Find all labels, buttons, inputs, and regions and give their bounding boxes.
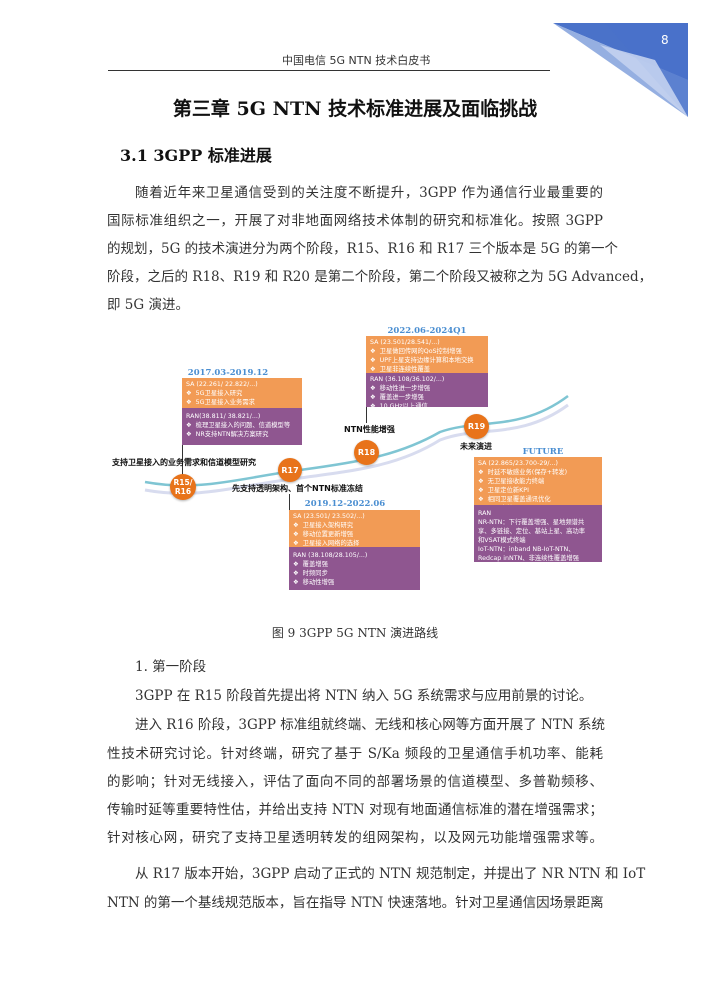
ran-box: RAN(38.811/ 38.821/...) ❖ 梳理卫星接入的问题、信道模型… bbox=[182, 408, 302, 445]
paragraph-line: 随着近年来卫星通信受到的关注度不断提升，3GPP 作为通信行业最重要的 bbox=[135, 185, 603, 201]
date-label: 2019.12-2022.06 bbox=[304, 499, 386, 509]
sa-box: SA (22.261/ 22.822/...) ❖ 5G卫星接入研究 ❖ 5G卫… bbox=[182, 378, 302, 408]
ran-box: RAN (36.108/36.102/...) ❖ 移动性进一步增强 ❖ 覆盖进… bbox=[366, 373, 488, 410]
sa-box: SA (22.865/23.700-29/...) ❖ 时延不敏感业务(保存+转… bbox=[474, 457, 602, 512]
milestone-label: 先支持透明架构、首个NTN标准冻结 bbox=[232, 484, 363, 493]
header-divider bbox=[108, 70, 550, 71]
paragraph-line: 的规划，5G 的技术演进分为两个阶段，R15、R16 和 R17 三个版本是 5… bbox=[107, 241, 619, 257]
paragraph-line: 传输时延等重要特性估，并给出支持 NTN 对现有地面通信标准的潜在增强需求； bbox=[107, 802, 603, 818]
paragraph-line: 国际标准组织之一，开展了对非地面网络技术体制的研究和标准化。按照 3GPP bbox=[107, 213, 603, 229]
date-label: 2022.06-2024Q1 bbox=[387, 326, 467, 336]
milestone-label: 未来演进 bbox=[460, 442, 492, 451]
milestone-r19: R19 bbox=[464, 414, 489, 439]
milestone-label: 支持卫星接入的业务需求和信道模型研究 bbox=[112, 458, 256, 467]
connector-line bbox=[366, 407, 367, 423]
paragraph-line: 3GPP 在 R15 阶段首先提出将 NTN 纳入 5G 系统需求与应用前景的讨… bbox=[135, 688, 593, 704]
ran-box: RAN (38.108/28.105/...) ❖ 覆盖增强 ❖ 时频同步 ❖ … bbox=[289, 547, 420, 590]
subsection-heading: 1. 第一阶段 bbox=[135, 659, 207, 675]
header-title: 中国电信 5G NTN 技术白皮书 bbox=[282, 54, 431, 67]
page-number: 8 bbox=[661, 33, 669, 47]
paragraph-line: 的影响；针对无线接入，评估了面向不同的部署场景的信道模型、多普勒频移、 bbox=[107, 774, 603, 790]
chapter-title: 第三章 5G NTN 技术标准进展及面临挑战 bbox=[172, 98, 538, 120]
milestone-r17: R17 bbox=[278, 458, 302, 482]
section-title: 3.1 3GPP 标准进展 bbox=[120, 146, 272, 165]
corner-decoration bbox=[553, 23, 688, 117]
paragraph-line: 进入 R16 阶段，3GPP 标准组就终端、无线和核心网等方面开展了 NTN 系… bbox=[135, 717, 605, 733]
paragraph-line: 从 R17 版本开始，3GPP 启动了正式的 NTN 规范制定，并提出了 NR … bbox=[135, 866, 646, 882]
milestone-r18: R18 bbox=[354, 440, 379, 465]
connector-line bbox=[182, 445, 183, 475]
connector-line bbox=[289, 494, 290, 510]
sa-box: SA (23.501/28.541/...) ❖ 卫星做回传网的QoS控制增强 … bbox=[366, 336, 488, 373]
figure-caption: 图 9 3GPP 5G NTN 演进路线 bbox=[271, 626, 439, 640]
paragraph-line: 针对核心网，研究了支持卫星透明转发的组网架构，以及网元功能增强需求等。 bbox=[107, 830, 603, 846]
date-label: FUTURE bbox=[522, 447, 564, 457]
milestone-r15-r16: R15/ R16 bbox=[170, 474, 196, 500]
sa-box: SA (23.501/ 23.502/...) ❖ 卫星接入架构研究 ❖ 移动位… bbox=[289, 510, 420, 547]
ran-box: RAN NR-NTN：下行覆盖增强、星地频谱共 享、多链接、定位、基站上星、高功… bbox=[474, 505, 602, 562]
paragraph-line: NTN 的第一个基线规范版本，旨在指导 NTN 快速落地。针对卫星通信因场景距离 bbox=[107, 895, 604, 911]
paragraph-line: 阶段，之后的 R18、R19 和 R20 是第二个阶段，第二个阶段又被称之为 5… bbox=[107, 269, 653, 285]
date-label: 2017.03-2019.12 bbox=[187, 368, 269, 378]
paragraph-line: 性技术研究讨论。针对终端，研究了基于 S/Ka 频段的卫星通信手机功率、能耗 bbox=[107, 746, 603, 762]
paragraph-line: 即 5G 演进。 bbox=[107, 297, 189, 313]
milestone-label: NTN性能增强 bbox=[344, 425, 395, 434]
